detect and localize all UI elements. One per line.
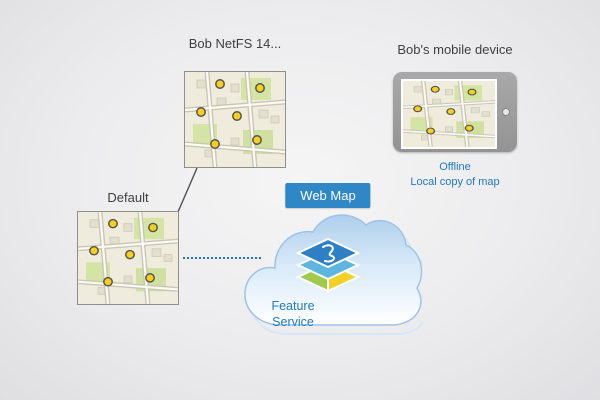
- mobile-device-label: Bob's mobile device: [397, 42, 513, 57]
- map-thumbnail-netfs: [185, 72, 285, 167]
- tablet-camera-icon: [502, 108, 510, 116]
- web-map-badge: Web Map: [285, 183, 371, 208]
- map-image-netfs: [185, 72, 285, 167]
- river-squiggle: [322, 244, 335, 263]
- map-image-default: [78, 212, 178, 304]
- local-copy-text: Local copy of map: [410, 176, 500, 189]
- layers-stack-icon: [295, 237, 361, 293]
- tablet-device-icon: [393, 72, 517, 152]
- offline-status-text: Offline: [439, 161, 471, 173]
- dotted-sync-link: [183, 257, 261, 259]
- map-thumbnail-default: [78, 212, 178, 304]
- netfs-version-label: Bob NetFS 14...: [188, 36, 282, 51]
- tablet-screen: [401, 79, 497, 149]
- feature-service-label: Feature Service: [271, 299, 315, 329]
- default-version-label: Default: [107, 190, 149, 205]
- offline-note: Offline Local copy of map: [385, 160, 525, 191]
- cloud-icon: [244, 214, 423, 335]
- map-image-mobile: [403, 81, 495, 147]
- feature-service-cloud-group: Web Map Feature Service: [233, 183, 423, 363]
